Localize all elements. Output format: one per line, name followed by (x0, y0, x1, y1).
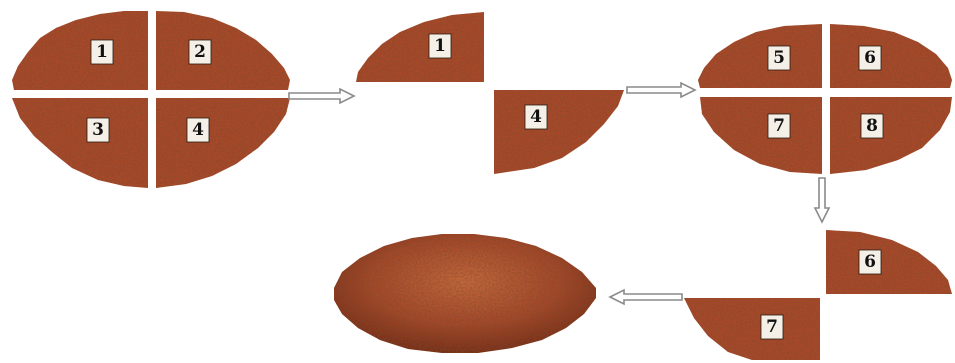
retained-quarter-4-shape (494, 90, 624, 174)
arrow-down (815, 178, 829, 222)
retained-label-4: 4 (530, 107, 542, 127)
quarter-8-shape (830, 97, 952, 174)
quarter-label-4: 4 (192, 120, 204, 140)
quarter-4-shape (156, 98, 290, 188)
arrow-right-1 (289, 89, 354, 103)
quarter-5-shape (698, 24, 822, 88)
quarter-label-2: 2 (194, 42, 206, 62)
quarter-label-5: 5 (773, 48, 785, 68)
quarter-1-shape (12, 11, 148, 90)
second-sample-labels: 5 6 7 8 (768, 46, 883, 138)
second-sample-quartered (698, 24, 952, 174)
initial-sample-labels: 1 2 3 4 (87, 40, 211, 142)
quarter-3-shape (12, 98, 148, 188)
quarter-6-shape (830, 24, 952, 88)
quarter-label-7: 7 (773, 116, 785, 136)
retained-quarter-7-shape (684, 298, 820, 360)
quarter-label-6: 6 (864, 48, 876, 68)
arrow-right-2 (627, 83, 695, 97)
quarter-7-shape (700, 97, 822, 174)
quarter-label-1: 1 (96, 42, 108, 62)
retained-quarters-2 (684, 230, 952, 360)
retained-quarter-labels-2: 6 7 (761, 250, 881, 339)
quarter-label-3: 3 (92, 120, 104, 140)
retained-label-7: 7 (766, 317, 778, 337)
retained-quarters (356, 12, 624, 174)
quarter-label-8: 8 (866, 116, 878, 136)
arrow-left (610, 290, 682, 304)
final-mixed-sample (334, 234, 596, 353)
quarter-2-shape (156, 11, 290, 90)
retained-quarter-6-shape (826, 230, 952, 294)
initial-sample-quartered (12, 11, 290, 188)
retained-label-1: 1 (434, 36, 446, 56)
final-pile-shape (334, 234, 596, 353)
retained-quarter-1-shape (356, 12, 484, 82)
retained-label-6: 6 (864, 252, 876, 272)
